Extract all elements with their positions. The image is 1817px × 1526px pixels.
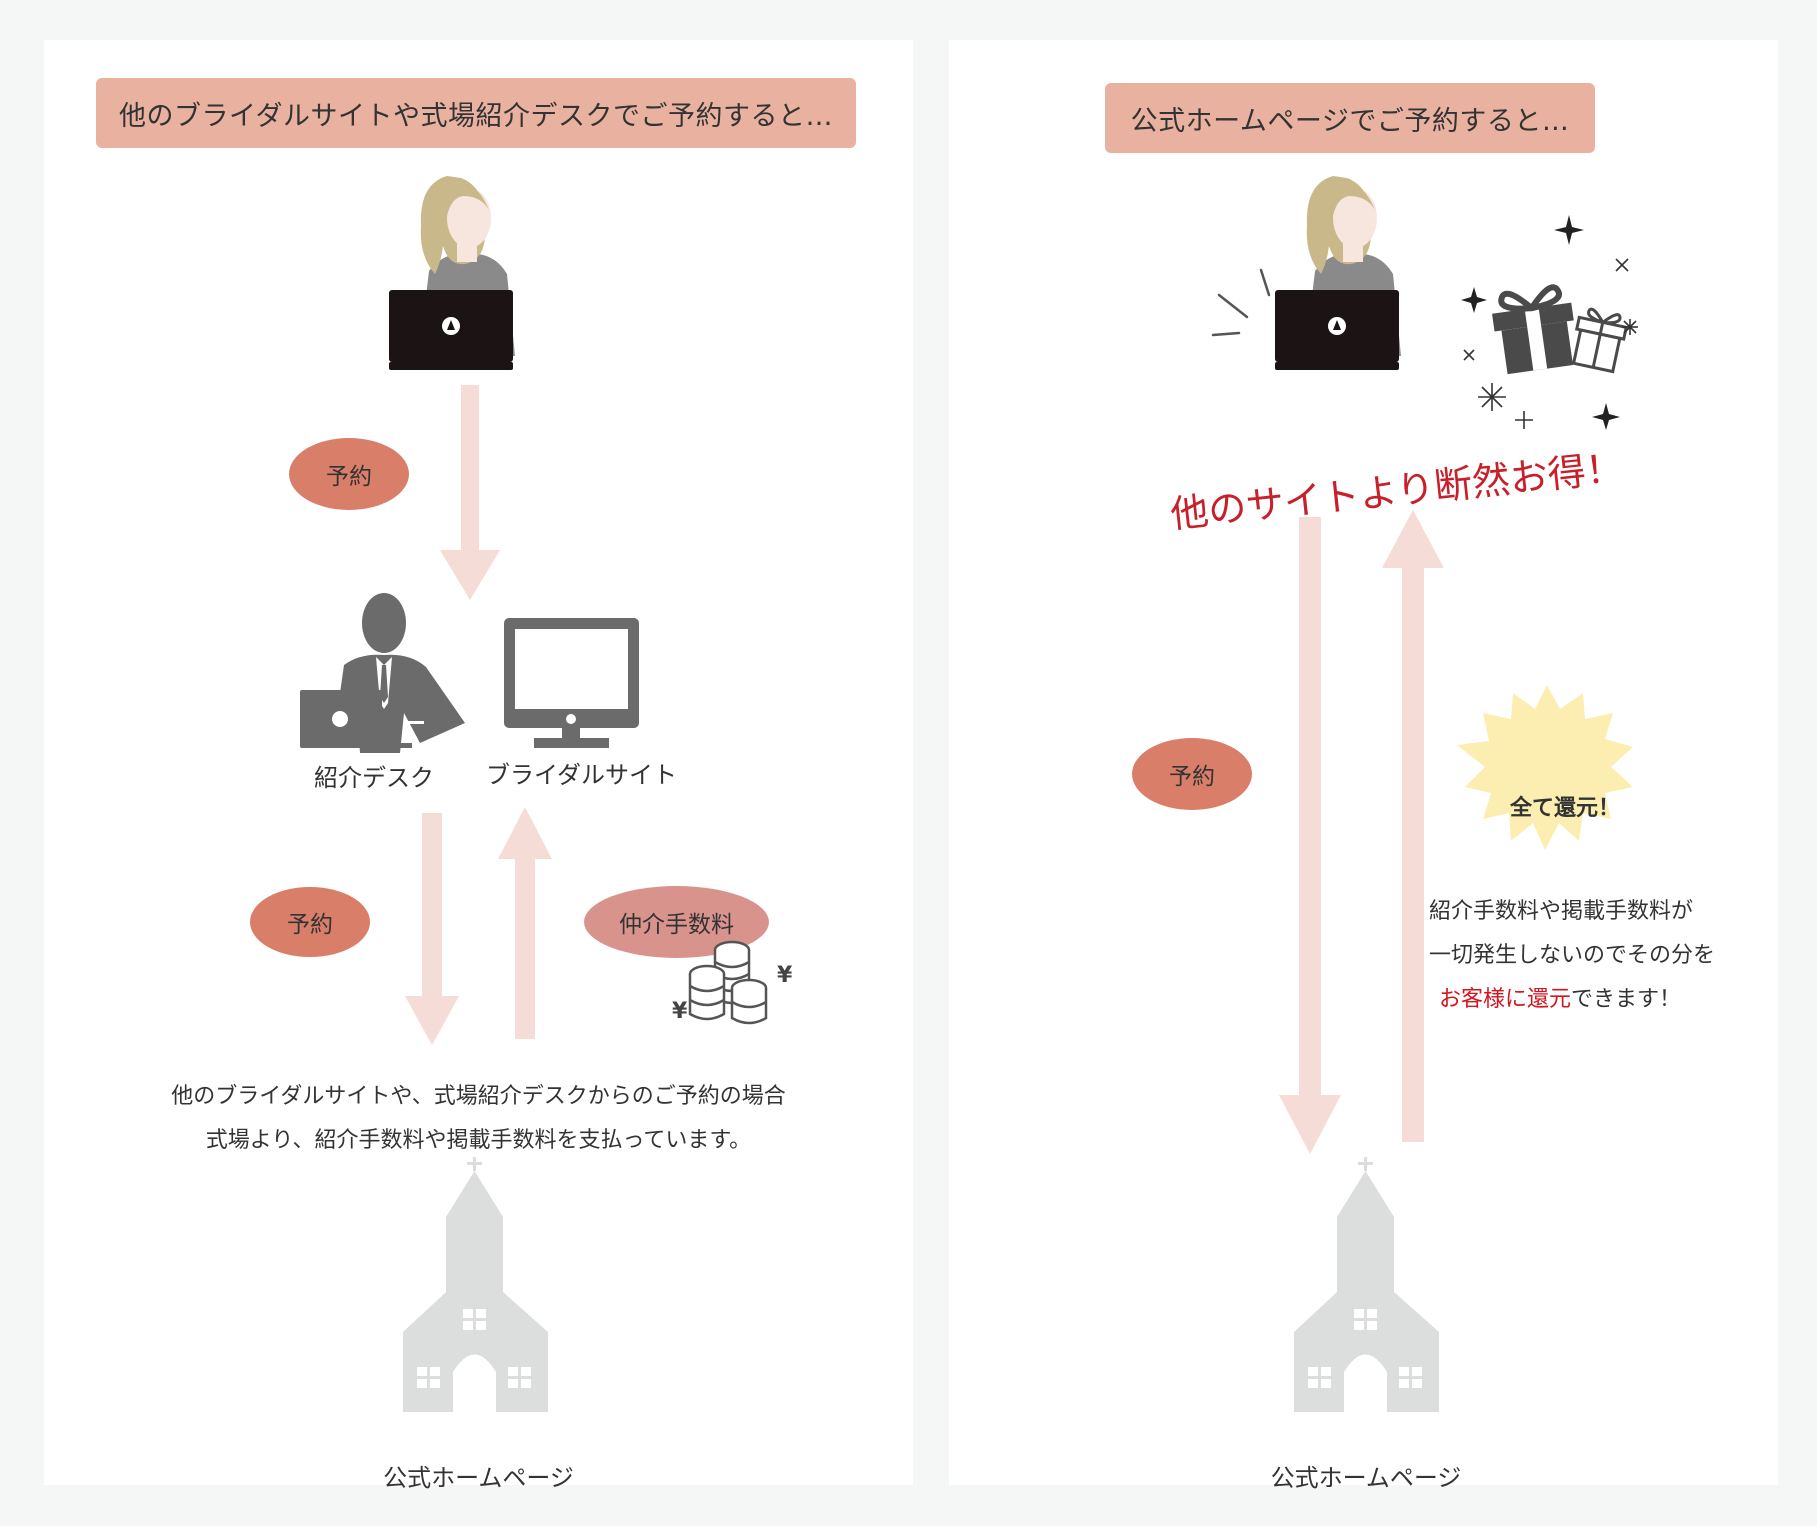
reserve-pill-2: 予約 bbox=[250, 887, 370, 957]
right-note-line2: 一切発生しないのでその分を bbox=[1429, 943, 1716, 968]
agent-icon bbox=[300, 593, 465, 753]
right-note-line3: お客様に還元できます！ bbox=[1429, 978, 1691, 1022]
long-arrow-up bbox=[1382, 510, 1444, 1142]
right-reserve-pill: 予約 bbox=[1132, 738, 1252, 810]
arrow-down-2 bbox=[405, 813, 459, 1045]
site-label: ブライダルサイト bbox=[486, 761, 678, 789]
gift-icon bbox=[1492, 284, 1628, 375]
right-note: 紹介手数料や掲載手数料が 一切発生しないのでその分を お客様に還元できます！ bbox=[1429, 890, 1716, 1022]
left-description-line2: 式場より、紹介手数料や掲載手数料を支払っています。 bbox=[205, 1128, 752, 1153]
monitor-icon bbox=[504, 618, 639, 748]
reserve-pill-1: 予約 bbox=[289, 438, 409, 510]
arrow-up bbox=[498, 807, 552, 1039]
left-description-line1: 他のブライダルサイトや、式場紹介デスクからのご予約の場合 bbox=[171, 1084, 786, 1109]
right-official-label: 公式ホームページ bbox=[1270, 1464, 1462, 1492]
burst-label: 全て還元！ bbox=[1510, 796, 1621, 821]
coins-icon: ¥ ¥ bbox=[672, 940, 793, 1025]
arrow-down-1 bbox=[440, 385, 500, 600]
left-header: 他のブライダルサイトや式場紹介デスクでご予約すると… bbox=[96, 78, 856, 148]
svg-text:¥: ¥ bbox=[777, 963, 793, 988]
svg-text:¥: ¥ bbox=[672, 999, 688, 1024]
long-arrow-down bbox=[1279, 517, 1341, 1154]
left-panel: 他のブライダルサイトや式場紹介デスクでご予約すると… 予約 紹介デス bbox=[44, 40, 913, 1492]
right-header: 公式ホームページでご予約すると… bbox=[1105, 83, 1595, 153]
excitement-lines-icon bbox=[1211, 268, 1271, 337]
church-icon-right bbox=[1294, 1157, 1439, 1412]
left-official-label: 公式ホームページ bbox=[383, 1464, 574, 1492]
woman-with-laptop-icon-right bbox=[1275, 176, 1401, 370]
woman-with-laptop-icon bbox=[389, 176, 515, 370]
right-panel: 公式ホームページでご予約すると… bbox=[949, 40, 1778, 1492]
sparkle-icon bbox=[1461, 215, 1638, 430]
desk-label: 紹介デスク bbox=[314, 764, 434, 792]
right-note-highlight: お客様に還元 bbox=[1438, 987, 1571, 1012]
right-note-rest: できます！ bbox=[1571, 987, 1682, 1012]
church-icon bbox=[403, 1157, 548, 1412]
starburst-icon bbox=[1457, 685, 1633, 850]
right-note-line1: 紹介手数料や掲載手数料が bbox=[1429, 899, 1694, 924]
left-description: 他のブライダルサイトや、式場紹介デスクからのご予約の場合 式場より、紹介手数料や… bbox=[44, 1075, 913, 1163]
